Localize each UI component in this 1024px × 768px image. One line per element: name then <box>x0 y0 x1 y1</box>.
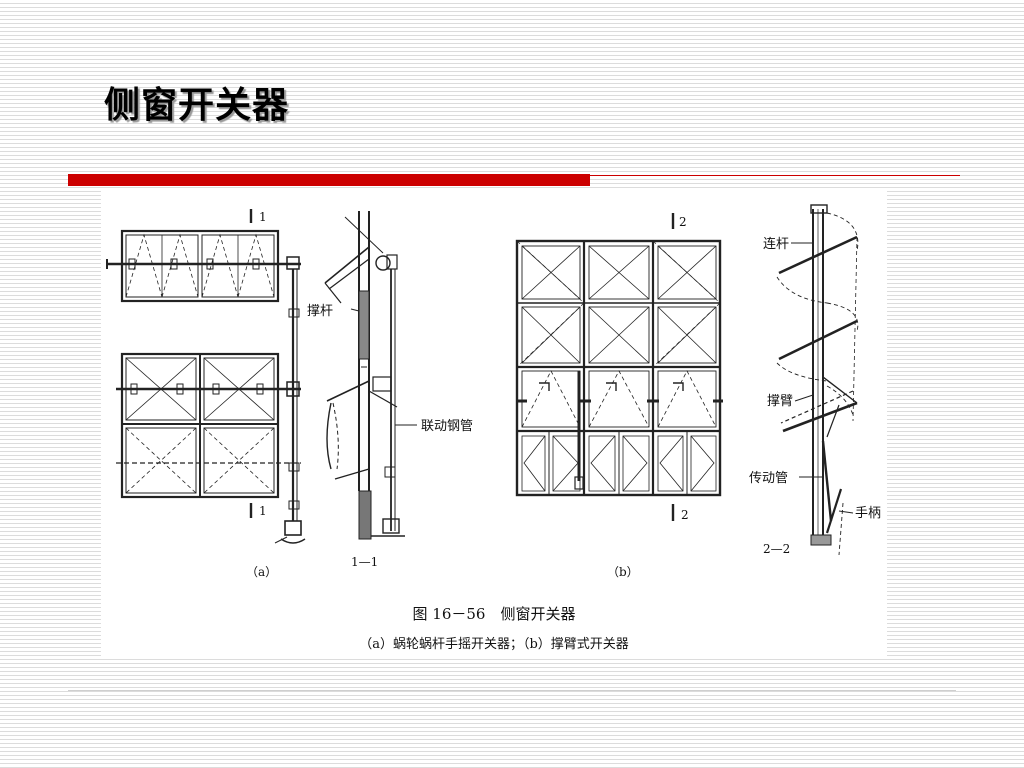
footer-divider <box>68 690 956 691</box>
section-mark-1-bottom: 1 <box>259 504 267 518</box>
figure-drawing: 1 1 撑杆 联动钢管 1—1 （a） <box>106 204 881 652</box>
callout-drive-pipe: 传动管 <box>749 471 788 486</box>
callout-handle: 手柄 <box>855 506 881 521</box>
title-underline-bar <box>68 174 590 186</box>
figure-caption-sub: （a）蜗轮蜗杆手摇开关器；（b）撑臂式开关器 <box>359 636 629 652</box>
section-mark-2-top: 2 <box>679 215 687 229</box>
side-window-opener-figure: 1 1 撑杆 联动钢管 1—1 （a） <box>101 191 887 659</box>
title-underline-thin <box>590 175 960 176</box>
callout-linked-pipe: 联动钢管 <box>421 419 473 434</box>
section-label-2-2: 2—2 <box>763 542 790 556</box>
section-mark-2-bottom: 2 <box>681 508 689 522</box>
figure-caption-main: 图 16－56 侧窗开关器 <box>413 605 576 623</box>
panel-a-elevation <box>106 209 306 544</box>
callout-strut: 撑杆 <box>307 304 333 319</box>
panel-b-label: （b） <box>607 565 639 579</box>
panel-b-elevation <box>515 213 723 521</box>
panel-a-label: （a） <box>246 565 277 579</box>
section-label-1-1: 1—1 <box>351 555 378 569</box>
callout-arm: 撑臂 <box>767 394 793 409</box>
section-mark-1-top: 1 <box>259 210 267 224</box>
callout-link-rod: 连杆 <box>763 236 789 252</box>
panel-b-section-2-2 <box>776 204 859 556</box>
slide-title: 侧窗开关器 <box>104 85 290 126</box>
panel-a-section-1-1 <box>324 211 411 540</box>
